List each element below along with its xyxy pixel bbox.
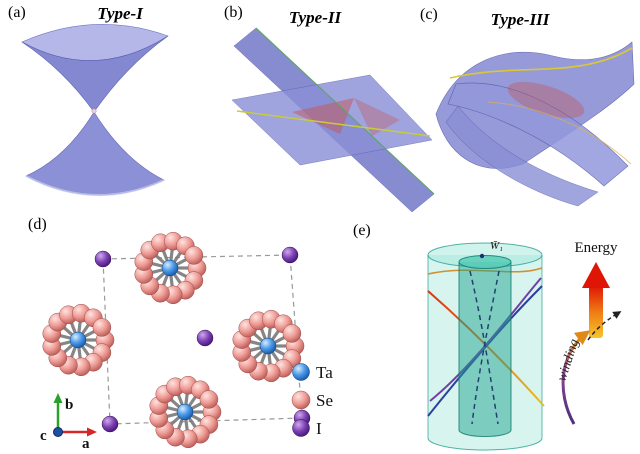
panel-e-label: (e) (353, 222, 371, 239)
unit-cell-outline (102, 254, 303, 425)
panel-a-label: (a) (8, 4, 26, 21)
panel-c-title: Type-III (490, 10, 550, 29)
panel-c-label: (c) (420, 6, 438, 23)
winding-arrow (561, 330, 591, 425)
weyl-point-label: W̄₁ (490, 240, 503, 252)
legend-ta-sphere (292, 363, 310, 381)
yellow-nodal-line (236, 110, 431, 137)
red-shade (507, 81, 585, 119)
tase4-cluster (148, 374, 223, 450)
iodine-atoms (94, 246, 311, 433)
band-winding-curves (427, 267, 545, 417)
tase4-cluster (133, 230, 208, 306)
type1-cone (21, 24, 169, 197)
panel-c-graphic (435, 41, 635, 207)
panel-d-label: (d) (28, 216, 47, 233)
panel-a-graphic (21, 24, 169, 197)
hidden-band-curves (469, 270, 500, 425)
tase4-cluster (41, 302, 116, 378)
winding-label: winding (554, 337, 582, 383)
dashed-direction-arrow (587, 311, 622, 341)
legend-se-sphere (291, 390, 311, 410)
energy-label: Energy (574, 240, 618, 256)
red-shade (354, 98, 400, 136)
panel-b-title: Type-II (288, 8, 342, 27)
axis-b-label: b (65, 397, 73, 413)
yellow-nodal-line (449, 47, 633, 79)
axis-c-label: c (40, 428, 47, 444)
legend-i-label: I (316, 419, 322, 438)
type3-cone (435, 41, 635, 207)
legend-i-sphere (292, 419, 310, 437)
panel-b-graphic (231, 27, 435, 213)
axis-a-label: a (82, 436, 90, 452)
yellow-nodal-line (487, 101, 632, 165)
legend-se-label: Se (316, 391, 333, 410)
green-nodal-line (255, 27, 435, 195)
axis-c-dot (53, 427, 63, 437)
panel-a-title: Type-I (97, 4, 143, 23)
weyl-point-dot (479, 253, 485, 259)
red-shade (292, 98, 354, 134)
panel-b-label: (b) (224, 4, 243, 21)
legend: Ta Se I (291, 363, 333, 438)
crystal-axes: b a c (40, 393, 97, 452)
dirac-point (91, 108, 97, 114)
brillouin-cylinder-inner (458, 255, 512, 437)
type2-cone (231, 27, 435, 213)
panel-e-graphic: W̄₁ Energy winding (427, 240, 622, 451)
energy-arrow: Energy (574, 240, 618, 338)
panel-d-graphic: Ta Se I b a c (40, 230, 333, 452)
legend-ta-label: Ta (316, 363, 333, 382)
